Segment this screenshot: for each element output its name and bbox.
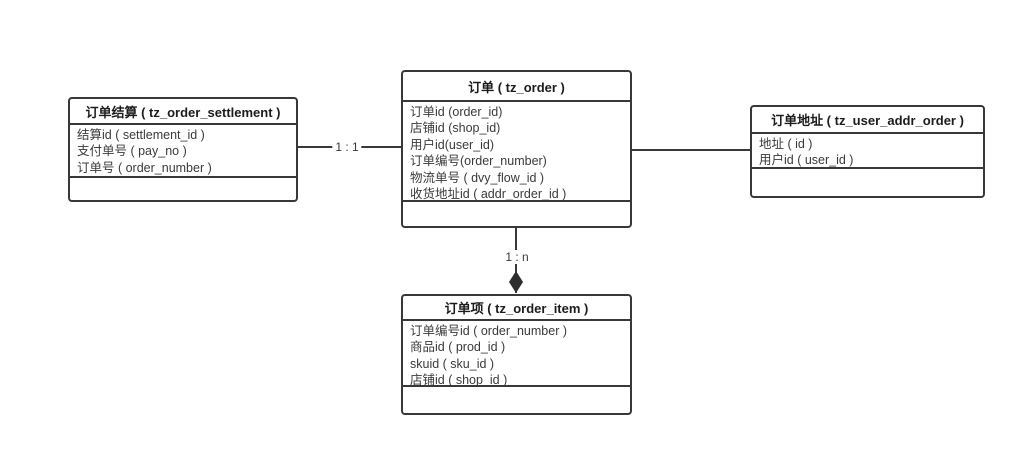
field-row: 订单编号(order_number) — [410, 154, 547, 169]
entity-title: 订单结算 ( tz_order_settlement ) — [70, 99, 296, 125]
field-row: 订单编号id ( order_number ) — [410, 324, 567, 338]
field-row: 物流单号 ( dvy_flow_id ) — [410, 170, 545, 185]
field-row: 商品id ( prod_id ) — [410, 340, 506, 355]
entity-footer — [752, 169, 983, 196]
field-row: 支付单号 ( pay_no ) — [77, 144, 187, 159]
field-row: 订单id (order_id) — [410, 105, 503, 119]
filled-diamond-arrow-icon — [509, 271, 523, 293]
entity-fields: 订单id (order_id) 店铺id (shop_id) 用户id(user… — [403, 102, 630, 202]
entity-order-settlement[interactable]: 订单结算 ( tz_order_settlement ) 结算id ( sett… — [68, 97, 298, 202]
field-row: 用户id ( user_id ) — [759, 153, 854, 168]
field-row: 店铺id ( shop_id ) — [410, 373, 508, 387]
entity-fields: 结算id ( settlement_id ) 支付单号 ( pay_no ) 订… — [70, 125, 296, 178]
entity-order[interactable]: 订单 ( tz_order ) 订单id (order_id) 店铺id (sh… — [401, 70, 632, 228]
entity-user-addr-order[interactable]: 订单地址 ( tz_user_addr_order ) 地址 ( id ) 用户… — [750, 105, 985, 198]
connector-label-1-1: 1 : 1 — [332, 140, 362, 154]
field-row: 地址 ( id ) — [759, 137, 813, 151]
entity-title: 订单地址 ( tz_user_addr_order ) — [752, 107, 983, 134]
field-row: 用户id(user_id) — [410, 137, 495, 152]
entity-footer — [403, 387, 630, 413]
field-row: 结算id ( settlement_id ) — [77, 128, 205, 142]
entity-fields: 地址 ( id ) 用户id ( user_id ) — [752, 134, 983, 169]
field-row: skuid ( sku_id ) — [410, 356, 495, 371]
entity-footer — [403, 202, 630, 226]
entity-order-item[interactable]: 订单项 ( tz_order_item ) 订单编号id ( order_num… — [401, 294, 632, 415]
entity-footer — [70, 178, 296, 200]
entity-fields: 订单编号id ( order_number ) 商品id ( prod_id )… — [403, 321, 630, 387]
connector-order-addr — [632, 149, 750, 151]
field-row: 店铺id (shop_id) — [410, 121, 501, 136]
entity-title: 订单 ( tz_order ) — [403, 72, 630, 102]
field-row: 收货地址id ( addr_order_id ) — [410, 187, 567, 202]
entity-title: 订单项 ( tz_order_item ) — [403, 296, 630, 321]
field-row: 订单号 ( order_number ) — [77, 160, 212, 175]
connector-label-1-n: 1 : n — [502, 250, 532, 264]
